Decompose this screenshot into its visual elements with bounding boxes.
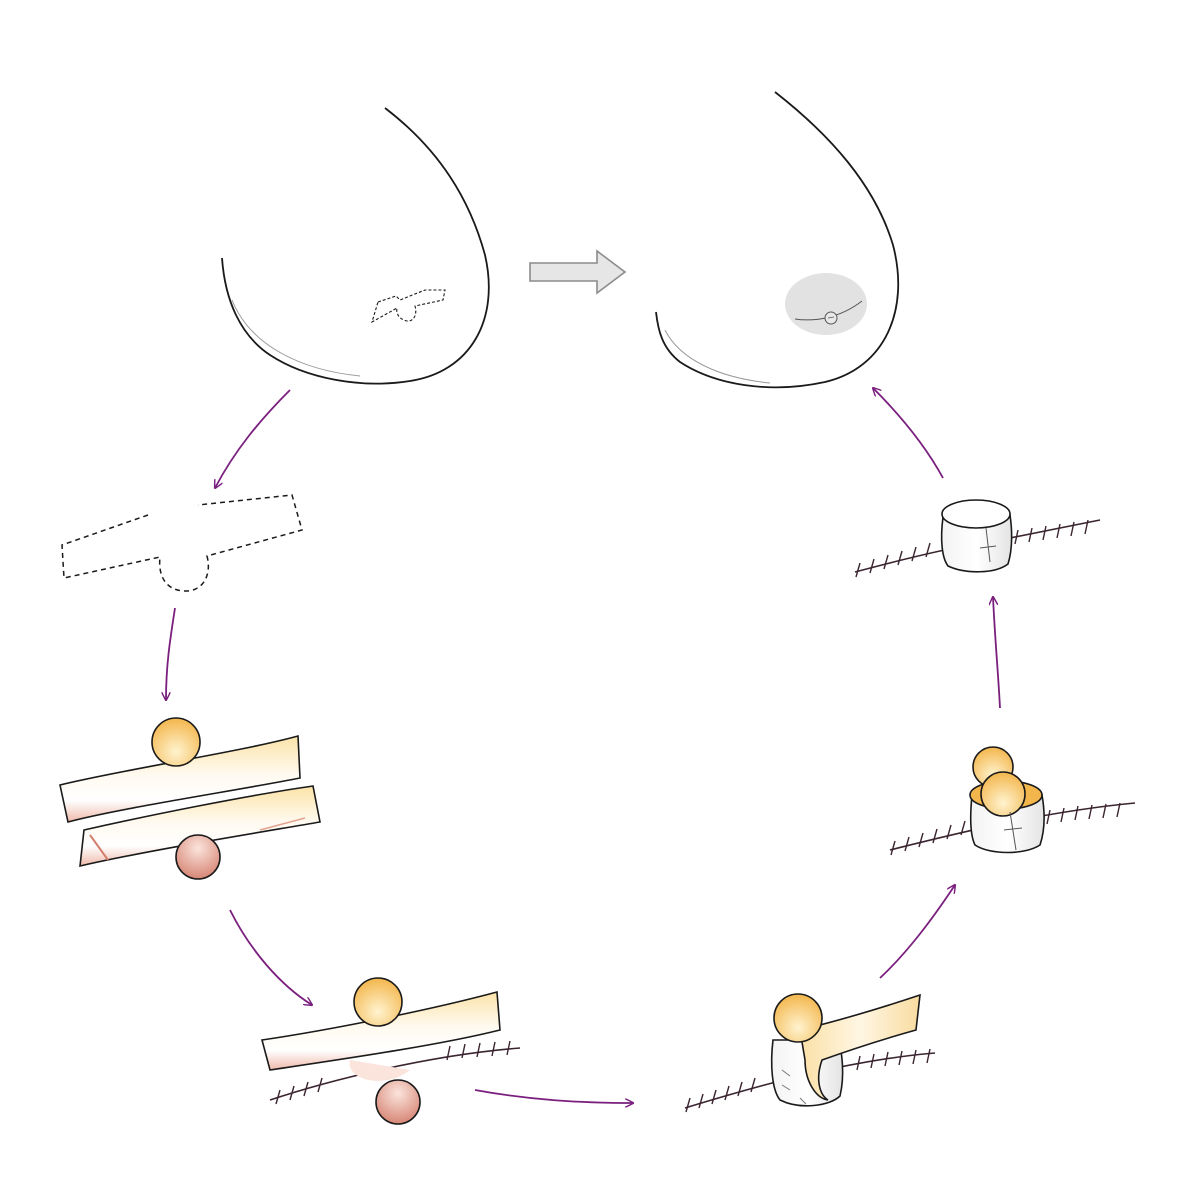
flap-wing-5 (260, 990, 501, 1071)
step-arrows (166, 388, 1001, 1103)
flap-elevated (59, 717, 321, 880)
nipple-top-8 (941, 499, 1011, 529)
flap-wing-lower (79, 785, 321, 868)
breast-outline-after (655, 91, 900, 389)
breast-shading-before (231, 299, 361, 377)
arrow-5-to-6 (474, 1089, 633, 1103)
cylinder-formed (889, 746, 1136, 856)
transition-arrow (529, 249, 627, 295)
arrow-6-to-7 (879, 885, 955, 979)
breast-before (221, 107, 490, 385)
nub-bottom (175, 834, 221, 880)
flap-design-outline (61, 494, 303, 592)
breast-shading-after (664, 329, 771, 384)
breast-outline-before (221, 107, 490, 385)
breast-after (655, 91, 900, 389)
arrow-4-to-5 (229, 909, 312, 1005)
arrow-1-to-3 (215, 389, 291, 488)
flap-marking-small (371, 289, 446, 324)
flap-wing-upper (59, 734, 301, 823)
nub-top-5 (353, 977, 403, 1027)
areola (785, 273, 867, 335)
nub-top-6 (773, 993, 823, 1043)
arrow-8-to-2 (873, 388, 944, 479)
nipple-complete (854, 499, 1101, 578)
wing-wrapped (684, 993, 936, 1113)
arrow-7-to-8 (993, 597, 1001, 709)
arrow-3-to-4 (166, 607, 176, 700)
nub-top (151, 717, 201, 767)
nipple-body-8 (940, 514, 1013, 573)
nub-bottom-5 (375, 1079, 421, 1125)
flap-sutured-base (260, 977, 521, 1125)
reconstructed-nipple (824, 311, 838, 325)
cap-lower-7 (980, 771, 1026, 817)
flap-wing-6 (799, 993, 921, 1101)
